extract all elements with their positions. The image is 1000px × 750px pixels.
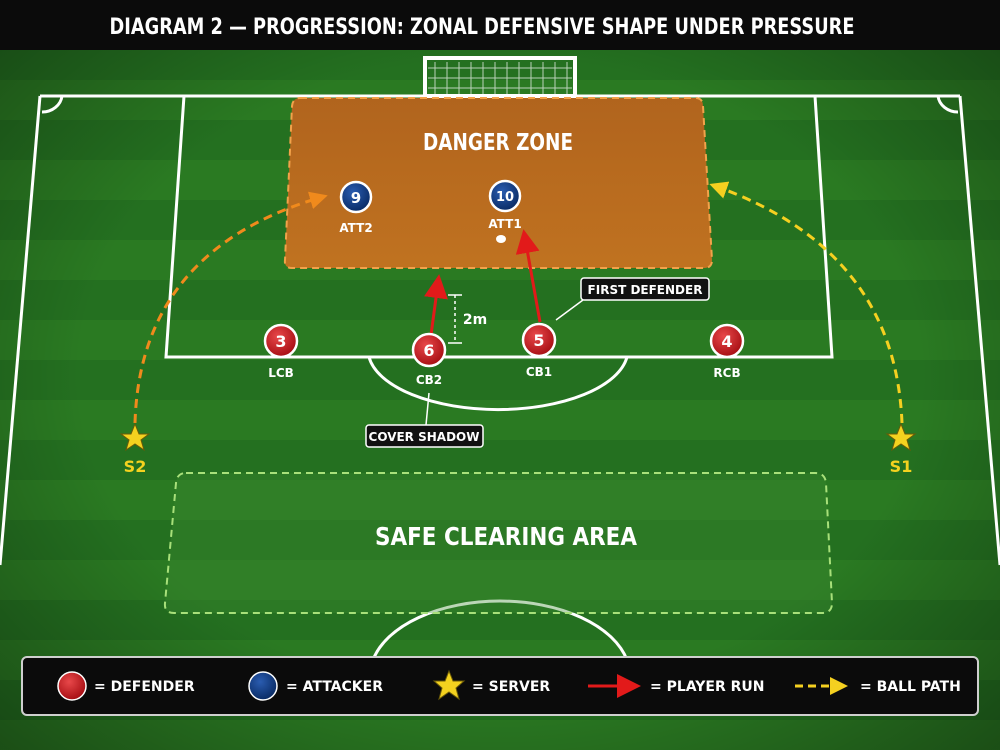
defender-number: 6 [423, 341, 434, 360]
legend-run-label: = PLAYER RUN [650, 679, 765, 695]
right-touchline [958, 95, 1000, 566]
attacker-att2: 9 ATT2 [339, 180, 373, 235]
safe-zone-label: SAFE CLEARING AREA [375, 522, 638, 551]
corner-arc-right [936, 95, 959, 114]
legend-defender: = DEFENDER [57, 671, 195, 701]
attacker-label: ATT2 [339, 221, 372, 235]
title-bar [0, 0, 1000, 50]
defender-label: CB1 [526, 365, 552, 379]
run-arrow-cb2 [424, 274, 448, 336]
penalty-arc [367, 356, 629, 412]
first-defender-label: FIRST DEFENDER [588, 283, 703, 297]
diagram-title: DIAGRAM 2 — PROGRESSION: ZONAL DEFENSIVE… [110, 15, 855, 40]
defender-number: 3 [275, 332, 286, 351]
danger-zone-label: DANGER ZONE [423, 130, 573, 156]
defender-lcb: 3 LCB [263, 323, 299, 380]
attacker-att1: 10 ATT1 [488, 179, 522, 231]
distance-label: 2m [463, 312, 487, 328]
ball-path-s1 [709, 181, 904, 424]
legend-player-run: = PLAYER RUN [588, 674, 765, 698]
star-icon [432, 669, 466, 701]
defender-number: 5 [533, 331, 544, 350]
run-arrow-cb1 [515, 229, 542, 323]
defender-rcb: 4 RCB [709, 323, 745, 380]
legend-ball-path: = BALL PATH [795, 677, 961, 695]
pitch-lines [0, 94, 1000, 661]
penalty-box [164, 95, 834, 359]
star-icon [119, 422, 151, 452]
legend-attacker-label: = ATTACKER [286, 679, 383, 695]
attacker-number: 9 [351, 189, 361, 207]
legend-attacker: = ATTACKER [248, 671, 383, 701]
defender-label: CB2 [416, 373, 442, 387]
cover-shadow-label: COVER SHADOW [369, 430, 480, 444]
goal [423, 56, 577, 98]
ball-path-s2 [133, 191, 328, 424]
server-label: S2 [124, 457, 147, 476]
attacker-number: 10 [496, 190, 514, 205]
server-s1: S1 [885, 422, 917, 476]
defender-label: RCB [713, 366, 740, 380]
legend-defender-label: = DEFENDER [94, 679, 195, 695]
server-s2: S2 [119, 422, 151, 476]
distance-marker: 2m [448, 294, 487, 344]
attacker-label: ATT1 [488, 217, 521, 231]
defender-label: LCB [268, 366, 294, 380]
defender-number: 4 [721, 332, 732, 351]
legend-server-label: = SERVER [472, 679, 550, 695]
left-touchline [0, 95, 42, 566]
star-icon [885, 422, 917, 452]
legend: = DEFENDER = ATTACKER = SERVER = PLAYER … [21, 656, 979, 716]
server-label: S1 [890, 457, 913, 476]
cover-shadow-callout: COVER SHADOW [365, 392, 484, 448]
first-defender-callout: FIRST DEFENDER [555, 277, 710, 321]
safe-clearing-area: SAFE CLEARING AREA [163, 472, 834, 614]
defender-cb1: 5 CB1 [521, 322, 557, 379]
ball [496, 235, 506, 243]
defender-cb2: 6 CB2 [411, 332, 447, 387]
center-circle-arc [371, 599, 629, 661]
legend-ball-label: = BALL PATH [860, 679, 961, 695]
legend-server: = SERVER [432, 669, 550, 701]
corner-arc-left [41, 95, 64, 114]
